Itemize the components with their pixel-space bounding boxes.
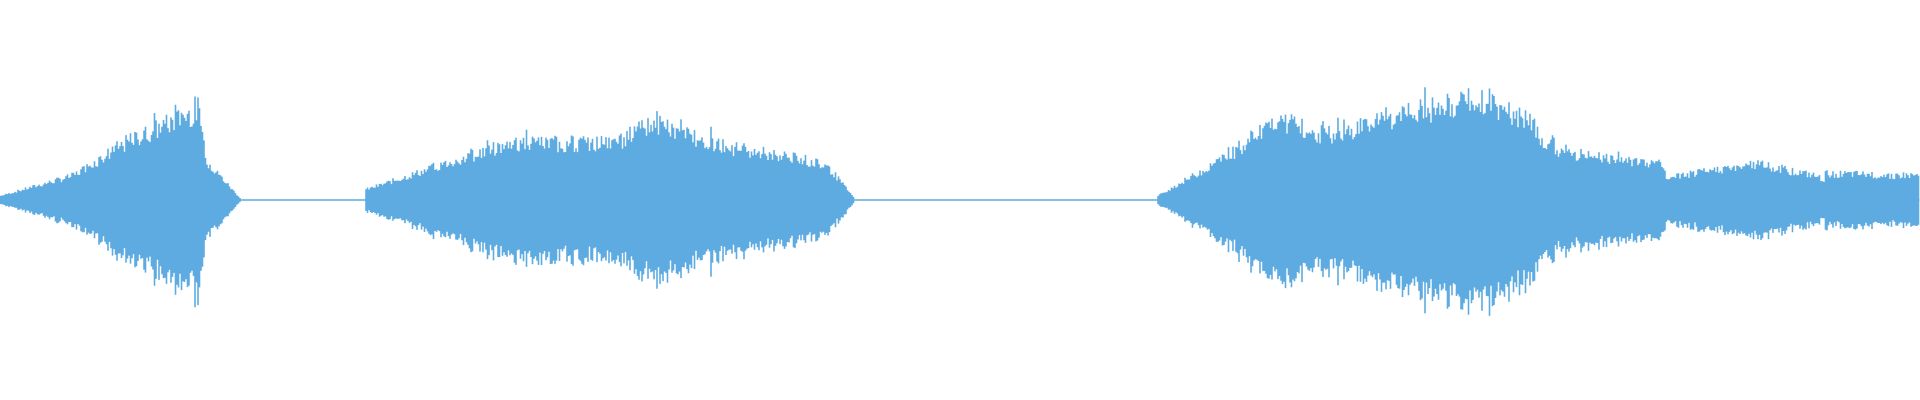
waveform-samples (0, 87, 1920, 316)
